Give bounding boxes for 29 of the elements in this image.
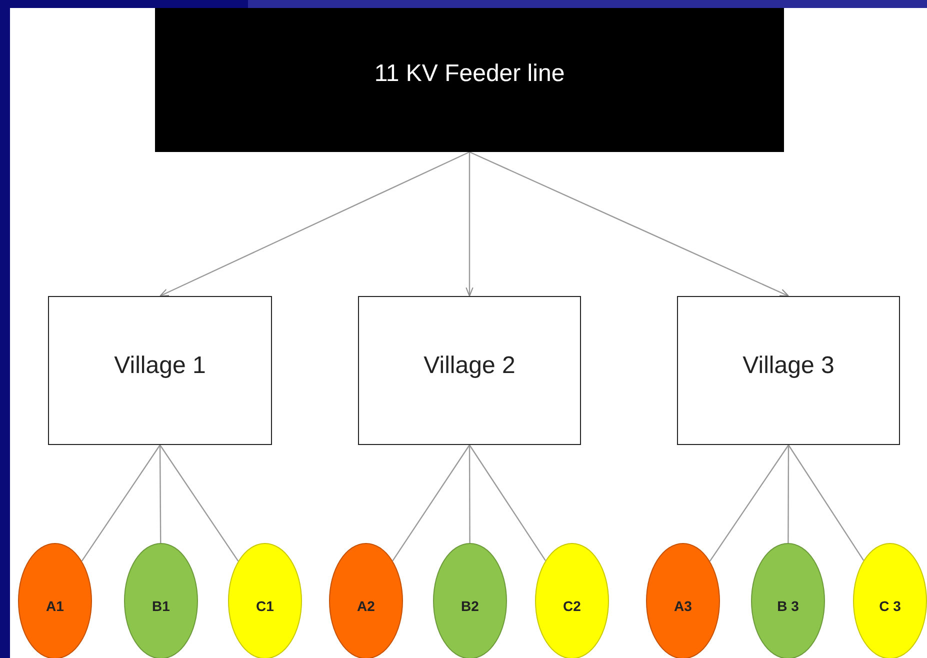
connector-line — [159, 445, 162, 543]
village-box — [48, 296, 272, 445]
village-box — [358, 296, 581, 445]
connector-line — [468, 445, 470, 543]
arrow — [160, 151, 470, 297]
node-label: A2 — [357, 598, 375, 614]
node-label: C1 — [256, 598, 274, 614]
arrow — [469, 151, 789, 297]
node-label: B1 — [152, 598, 170, 614]
node-label: Village 1 — [114, 352, 206, 380]
connector-line — [392, 444, 470, 562]
connector-line — [160, 444, 239, 562]
node-label: A1 — [46, 598, 64, 614]
connector-line — [81, 444, 160, 562]
connector-line — [709, 444, 789, 562]
node-label: B 3 — [777, 598, 799, 614]
node-label: Village 2 — [424, 352, 516, 380]
node-label: A3 — [674, 598, 692, 614]
node-label: B2 — [461, 598, 479, 614]
arrow — [466, 152, 474, 296]
node-label: C2 — [563, 598, 581, 614]
feeder-box — [155, 8, 784, 152]
node-label: 11 KV Feeder line — [374, 60, 565, 88]
connector-line — [469, 444, 546, 561]
connector-line — [788, 444, 864, 561]
node-label: Village 3 — [742, 352, 834, 380]
connector-line — [788, 445, 790, 543]
node-label: C 3 — [879, 598, 901, 614]
village-box — [677, 296, 900, 445]
